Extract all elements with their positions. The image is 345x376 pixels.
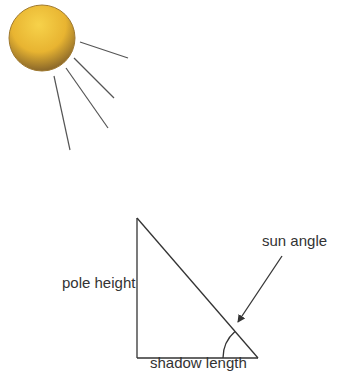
sun [9,5,75,71]
pole-height-label: pole height [62,274,135,292]
sun-angle-label: sun angle [262,232,327,250]
sun-rays [54,42,128,150]
angle-pointer [238,256,282,322]
triangle [137,218,258,358]
shadow-length-label: shadow length [150,354,247,372]
